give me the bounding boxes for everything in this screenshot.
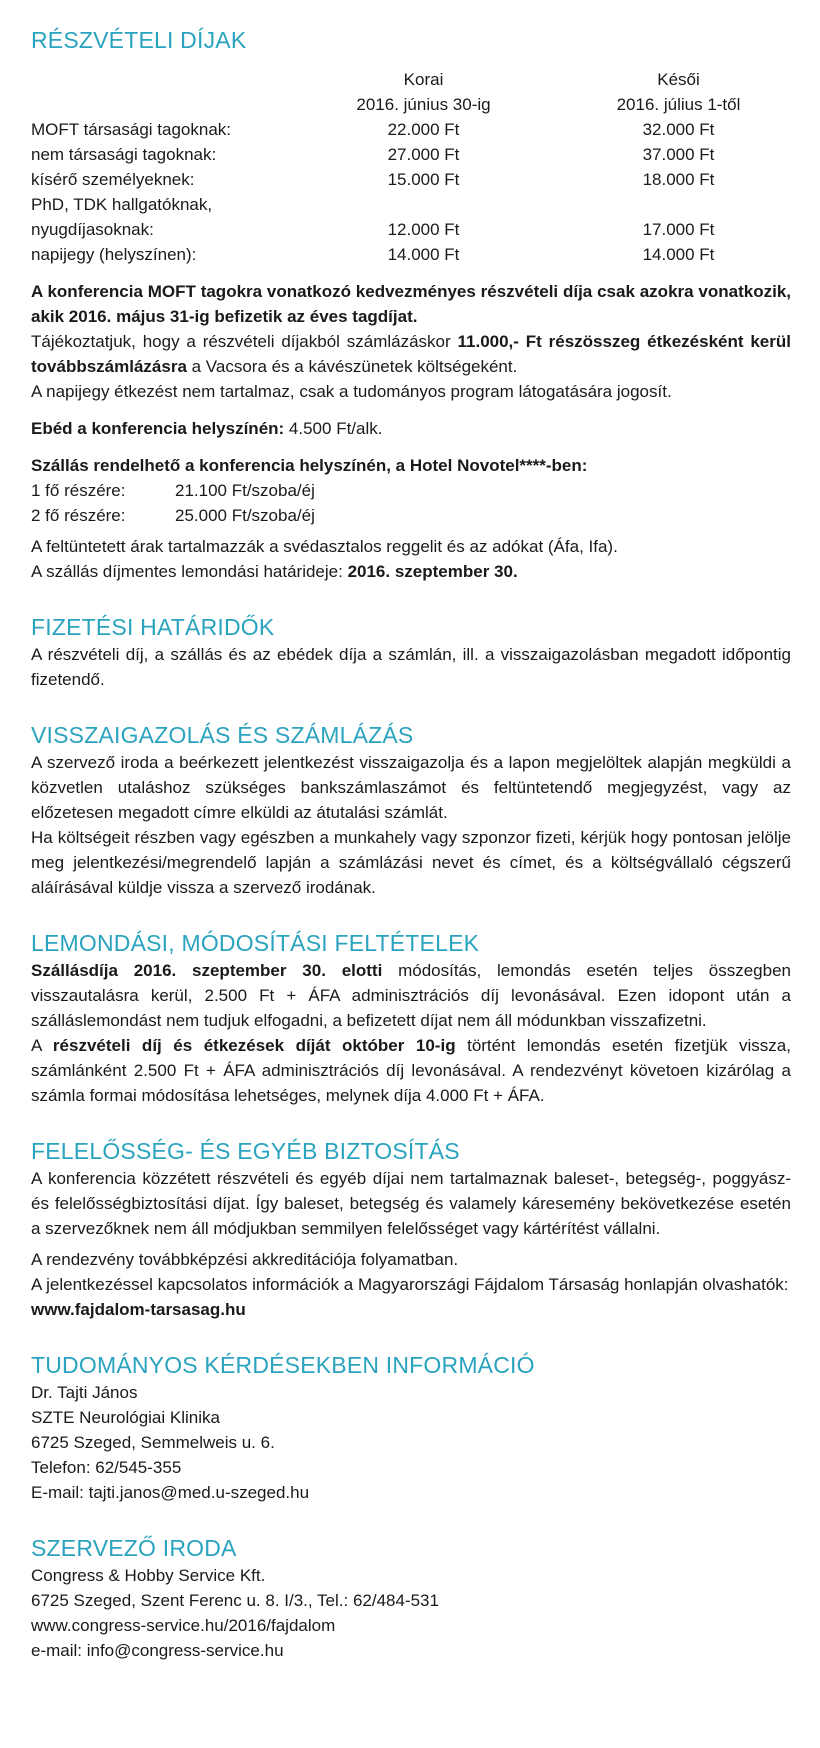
fee-late: 37.000 Ft: [642, 145, 715, 164]
hotel-row-label: 2 fő részére:: [31, 506, 126, 525]
science-line: SZTE Neurológiai Klinika: [31, 1408, 220, 1427]
hotel-row-label: 1 fő részére:: [31, 481, 126, 500]
fee-label: kísérő személyeknek:: [31, 170, 195, 189]
fee-row: kísérő személyeknek: 15.000 Ft 18.000 Ft: [31, 167, 791, 192]
confirmation-p2: Ha költségeit részben vagy egészben a mu…: [31, 828, 791, 897]
fee-row: nem társasági tagoknak: 27.000 Ft 37.000…: [31, 142, 791, 167]
science-heading: TUDOMÁNYOS KÉRDÉSEKBEN INFORMÁCIÓ: [31, 1352, 535, 1378]
liability-heading: FELELŐSSÉG- ÉS EGYÉB BIZTOSÍTÁS: [31, 1138, 460, 1164]
col-early-label: Korai: [403, 70, 444, 89]
payment-heading: FIZETÉSI HATÁRIDŐK: [31, 614, 275, 640]
office-email[interactable]: e-mail: info@congress-service.hu: [31, 1641, 284, 1660]
dayticket-note: A napijegy étkezést nem tartalmaz, csak …: [31, 382, 672, 401]
fee-early: 15.000 Ft: [387, 170, 460, 189]
cancellation-heading: LEMONDÁSI, MÓDOSÍTÁSI FELTÉTELEK: [31, 930, 480, 956]
office-line: Congress & Hobby Service Kft.: [31, 1566, 266, 1585]
document-page: RÉSZVÉTELI DÍJAK Korai Késői 2016. júniu…: [31, 25, 791, 1663]
office-heading: SZERVEZŐ IRODA: [31, 1535, 237, 1561]
lunch-note: Ebéd a konferencia helyszínén: 4.500 Ft/…: [31, 419, 383, 438]
fee-row: PhD, TDK hallgatóknak,: [31, 192, 791, 217]
col-late-label: Késői: [657, 70, 700, 89]
office-website[interactable]: www.congress-service.hu/2016/fajdalom: [31, 1616, 336, 1635]
fee-row: MOFT társasági tagoknak: 22.000 Ft 32.00…: [31, 117, 791, 142]
hotel-title: Szállás rendelhető a konferencia helyszí…: [31, 456, 588, 475]
fee-late: 18.000 Ft: [642, 170, 715, 189]
hotel-row-value: 21.100 Ft/szoba/éj: [175, 481, 315, 500]
confirmation-p1: A szervező iroda a beérkezett jelentkezé…: [31, 753, 791, 822]
col-early-date: 2016. június 30-ig: [356, 95, 491, 114]
fee-label: nyugdíjasoknak:: [31, 220, 154, 239]
hotel-row: 2 fő részére: 25.000 Ft/szoba/éj: [31, 503, 791, 528]
office-line: 6725 Szeged, Szent Ferenc u. 8. I/3., Te…: [31, 1591, 439, 1610]
fees-header-row-2: 2016. június 30-ig 2016. július 1-től: [31, 92, 791, 117]
discount-note: A konferencia MOFT tagokra vonatkozó ked…: [31, 282, 791, 326]
society-website-link[interactable]: www.fajdalom-tarsasag.hu: [31, 1300, 246, 1319]
hotel-note: A feltüntetett árak tartalmazzák a svéda…: [31, 537, 618, 556]
fee-early: [281, 192, 566, 217]
fee-label: nem társasági tagoknak:: [31, 145, 217, 164]
meal-note: Tájékoztatjuk, hogy a részvételi díjakbó…: [31, 332, 791, 376]
fees-header-row-1: Korai Késői: [31, 67, 791, 92]
col-late-date: 2016. július 1-től: [616, 95, 741, 114]
fee-label: MOFT társasági tagoknak:: [31, 120, 231, 139]
science-line: Dr. Tajti János: [31, 1383, 138, 1402]
liability-p2: A rendezvény továbbképzési akkreditációj…: [31, 1250, 459, 1269]
liability-p3: A jelentkezéssel kapcsolatos információk…: [31, 1275, 789, 1294]
hotel-row-value: 25.000 Ft/szoba/éj: [175, 506, 315, 525]
cancellation-p1: Szállásdíja 2016. szeptember 30. elotti …: [31, 961, 791, 1030]
hotel-row: 1 fő részére: 21.100 Ft/szoba/éj: [31, 478, 791, 503]
liability-p1: A konferencia közzétett részvételi és eg…: [31, 1169, 791, 1238]
fee-late: 17.000 Ft: [642, 220, 715, 239]
fee-early: 22.000 Ft: [387, 120, 460, 139]
fee-early: 12.000 Ft: [387, 220, 460, 239]
science-line: 6725 Szeged, Semmelweis u. 6.: [31, 1433, 275, 1452]
fee-row: napijegy (helyszínen): 14.000 Ft 14.000 …: [31, 242, 791, 267]
fees-table: Korai Késői 2016. június 30-ig 2016. júl…: [31, 67, 791, 267]
fee-late: 14.000 Ft: [642, 245, 715, 264]
fee-late: 32.000 Ft: [642, 120, 715, 139]
science-email[interactable]: E-mail: tajti.janos@med.u-szeged.hu: [31, 1483, 310, 1502]
fee-row: nyugdíjasoknak: 12.000 Ft 17.000 Ft: [31, 217, 791, 242]
fee-label: napijegy (helyszínen):: [31, 245, 197, 264]
fees-heading: RÉSZVÉTELI DÍJAK: [31, 27, 247, 53]
fee-early: 14.000 Ft: [387, 245, 460, 264]
science-line: Telefon: 62/545-355: [31, 1458, 182, 1477]
cancel-deadline: A szállás díjmentes lemondási határideje…: [31, 562, 518, 581]
confirmation-heading: VISSZAIGAZOLÁS ÉS SZÁMLÁZÁS: [31, 722, 414, 748]
fee-label: PhD, TDK hallgatóknak,: [31, 195, 213, 214]
cancellation-p2: A részvételi díj és étkezések díját októ…: [31, 1036, 791, 1105]
fee-late: [566, 192, 791, 217]
fee-early: 27.000 Ft: [387, 145, 460, 164]
payment-text: A részvételi díj, a szállás és az ebédek…: [31, 645, 791, 689]
